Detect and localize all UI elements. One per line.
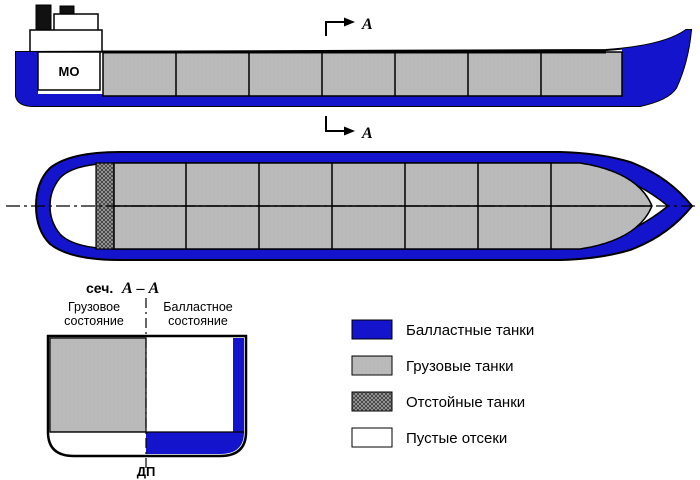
section-title-prefix: сеч. xyxy=(86,280,113,296)
section-title-name: А – А xyxy=(121,280,160,297)
section-arrowhead-top-icon xyxy=(344,17,355,27)
legend-label-empty: Пустые отсеки xyxy=(406,430,507,447)
centerline-label: ДП xyxy=(137,464,156,479)
legend-label-cargo: Грузовые танки xyxy=(406,358,514,375)
side-view: МО xyxy=(15,4,693,107)
ballast-state-label-line2: состояние xyxy=(168,314,228,328)
legend-label-ballast: Балластные танки xyxy=(406,322,534,339)
engine-room-box xyxy=(37,51,101,91)
deckhouse xyxy=(29,29,103,53)
legend-swatch-cargo xyxy=(351,355,393,376)
legend-swatch-settling xyxy=(351,391,393,412)
cargo-state-label-line1: Грузовое xyxy=(68,300,120,314)
funnel-icon xyxy=(35,4,52,33)
section-arrow-bottom-icon xyxy=(325,116,344,132)
side-cargo-tanks xyxy=(102,51,623,97)
section-marker-bottom-label: А xyxy=(361,125,373,142)
cargo-state-label-line2: состояние xyxy=(64,314,124,328)
section-marker-top: А xyxy=(325,16,373,36)
section-ballast-bottom-tank xyxy=(146,432,244,454)
section-marker-bottom: А xyxy=(325,116,373,142)
plan-view xyxy=(6,151,699,261)
section-ballast-side-tank xyxy=(233,338,244,434)
legend-swatch-empty xyxy=(351,427,393,448)
side-tank-bulkheads xyxy=(175,52,542,96)
section-arrowhead-bottom-icon xyxy=(344,126,355,136)
section-cargo-half xyxy=(49,337,147,433)
legend-label-settling: Отстойные танки xyxy=(406,394,525,411)
ballast-state-label-line1: Балластное xyxy=(163,300,233,314)
section-arrow-top-icon xyxy=(325,21,344,36)
cross-section: сеч. А – А Грузовое состояние Балластное… xyxy=(46,280,248,479)
engine-room-label: МО xyxy=(59,64,80,79)
legend: Балластные танки Грузовые танки Отстойны… xyxy=(351,319,534,448)
legend-swatch-ballast xyxy=(351,319,393,340)
section-marker-top-label: А xyxy=(361,16,373,33)
